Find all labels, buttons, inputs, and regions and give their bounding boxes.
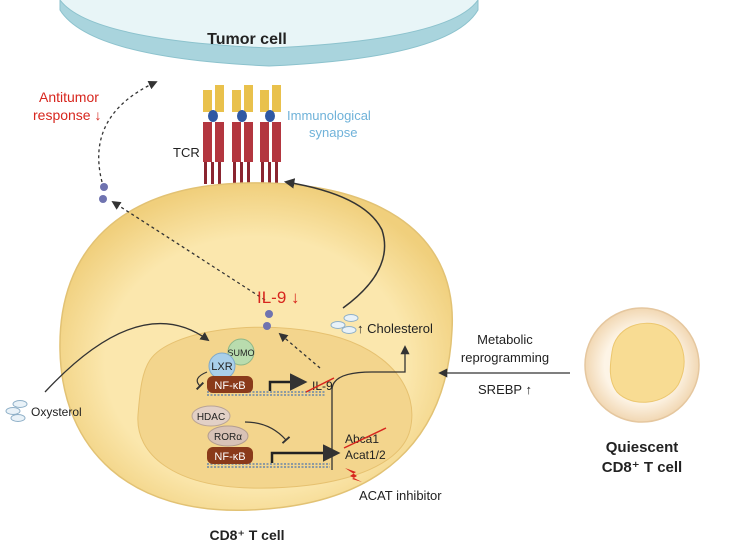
metabolic-label-line2: reprogramming bbox=[461, 350, 549, 365]
sumo-protein bbox=[227, 338, 255, 366]
quiescent-t-cell bbox=[584, 307, 700, 423]
abca1-strikethrough bbox=[343, 427, 387, 449]
hdac-complex: HDAC RORα NF-κB bbox=[191, 405, 253, 464]
metabolic-label-line1: Metabolic bbox=[477, 332, 533, 347]
tumor-cell: Tumor cell bbox=[59, 0, 479, 67]
tcr-receptor bbox=[260, 85, 281, 184]
hdac-label: HDAC bbox=[197, 412, 225, 423]
il9-secretion-arrow bbox=[278, 332, 321, 369]
nfkb-upper-protein bbox=[207, 376, 253, 393]
ror-inhibition bbox=[244, 421, 291, 444]
tcr-label: TCR bbox=[173, 145, 200, 160]
dna-strand-lower bbox=[207, 463, 330, 468]
il9-down-label: IL-9 ↓ bbox=[257, 288, 300, 307]
tcr-complex: TCR bbox=[173, 85, 281, 184]
quiescent-label-line2: CD8⁺ T cell bbox=[602, 459, 682, 476]
ror-label: RORα bbox=[214, 432, 242, 443]
acat-inhibitor-bolt bbox=[345, 468, 362, 482]
il9-gene-label: IL-9 bbox=[312, 379, 333, 393]
cholesterol-molecules bbox=[330, 314, 359, 334]
quiescent-label-line1: Quiescent bbox=[606, 439, 679, 456]
acat-label: Acat1/2 bbox=[345, 448, 386, 462]
tcr-receptor bbox=[232, 85, 253, 184]
nucleus bbox=[137, 326, 413, 489]
antitumor-response-label-line1: Antitumor bbox=[39, 89, 99, 105]
cd8-t-cell bbox=[59, 182, 453, 511]
abca-transcription-arrow bbox=[270, 444, 341, 463]
dna-strand-upper bbox=[207, 391, 325, 396]
cholesterol-to-tcr-arrow bbox=[283, 178, 386, 309]
il9-to-antitumor-arrow bbox=[111, 201, 266, 301]
oxysterol-arrow bbox=[44, 322, 210, 393]
cd8-cell-label: CD8⁺ T cell bbox=[209, 527, 284, 543]
immunological-synapse-label-line2: synapse bbox=[309, 125, 357, 140]
antitumor-to-tumor-arrow bbox=[98, 80, 158, 183]
ror-protein bbox=[207, 425, 249, 447]
nfkb-lower-protein bbox=[207, 447, 253, 464]
lxr-inhibition bbox=[195, 371, 208, 391]
sumo-label: SUMO bbox=[228, 348, 255, 358]
quiescent-nucleus bbox=[609, 322, 685, 403]
tumor-cell-membrane bbox=[59, 0, 479, 67]
oxysterol-label: Oxysterol bbox=[31, 405, 82, 419]
nfkb-lower-label: NF-κB bbox=[214, 451, 245, 463]
il9-transcription-arrow bbox=[268, 373, 308, 391]
tumor-cell-label: Tumor cell bbox=[207, 31, 287, 48]
nfkb-upper-label: NF-κB bbox=[214, 380, 245, 392]
immunological-synapse-label-line1: Immunological bbox=[287, 108, 371, 123]
lxr-complex: SUMO LXR NF-κB bbox=[207, 338, 255, 393]
lxr-label: LXR bbox=[211, 361, 232, 373]
oxysterol-molecules bbox=[5, 400, 28, 422]
antitumor-response-label-line2: response ↓ bbox=[33, 107, 101, 123]
il9-strikethrough bbox=[305, 377, 335, 393]
acat-inhibitor-label: ACAT inhibitor bbox=[359, 488, 442, 503]
cholesterol-arrow bbox=[331, 345, 410, 470]
srebp-label: SREBP ↑ bbox=[478, 382, 532, 397]
tumor-cell-body bbox=[60, 0, 478, 48]
hdac-protein bbox=[191, 405, 231, 427]
cholesterol-label: ↑ Cholesterol bbox=[357, 321, 433, 336]
il9-molecules bbox=[99, 183, 273, 330]
tcr-receptor bbox=[203, 85, 224, 184]
